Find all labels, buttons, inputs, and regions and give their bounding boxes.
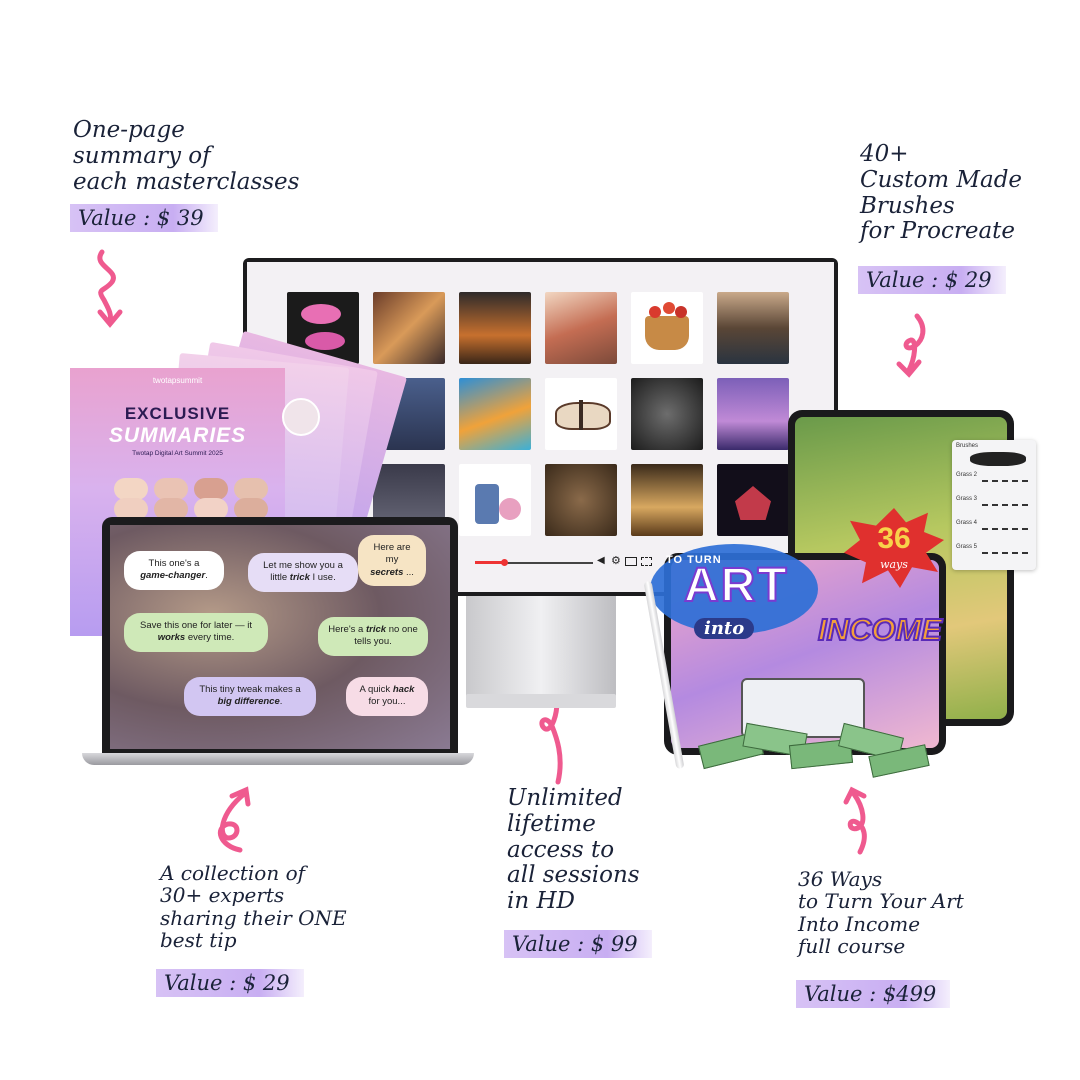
brushes-line-1: 40+ xyxy=(860,141,909,167)
ways-badge-word: ways xyxy=(880,558,908,571)
brochure-subtitle: Twotap Digital Art Summit 2025 xyxy=(132,450,223,457)
brushes-line-2: Custom Made xyxy=(860,166,1023,193)
brushes-line-4: for Procreate xyxy=(860,218,1016,245)
laptop: This one's a game-changer. Let me show y… xyxy=(102,517,458,757)
artwork-thumbnail[interactable] xyxy=(631,378,703,450)
access-line-4: all sessions xyxy=(507,862,640,889)
brush-panel-header: Brushes xyxy=(956,443,979,449)
progress-fill xyxy=(475,561,503,564)
artwork-thumbnail[interactable] xyxy=(459,292,531,364)
brochure-speaker-circle xyxy=(282,398,320,436)
brush-stroke xyxy=(982,546,1028,554)
money-pile xyxy=(698,720,930,778)
experts-value-tag: Value : $ 29 xyxy=(156,969,304,997)
gear-icon[interactable]: ⚙ xyxy=(611,554,621,567)
summaries-line-3: each masterclasses xyxy=(73,168,300,195)
brushes-caption: 40+ Custom Made Brushes for Procreate xyxy=(860,141,1023,245)
course-line-2: to Turn Your Art xyxy=(798,889,964,914)
ways-badge-number: 36 xyxy=(877,522,911,555)
access-line-1: Unlimited xyxy=(507,785,623,811)
speaker-photo xyxy=(234,478,268,500)
progress-track[interactable] xyxy=(475,562,593,564)
brushes-line-3: Brushes xyxy=(860,192,955,219)
speaker-photo xyxy=(194,478,228,500)
course-line-3: Into Income xyxy=(798,911,921,936)
artwork-thumbnail[interactable] xyxy=(459,378,531,450)
artwork-thumbnail[interactable] xyxy=(545,292,617,364)
course-title-line3: into xyxy=(694,618,755,639)
experts-line-2: 30+ experts xyxy=(160,883,285,908)
experts-caption: A collection of 30+ experts sharing thei… xyxy=(160,862,347,952)
brushes-value-tag: Value : $ 29 xyxy=(858,266,1006,294)
fullscreen-icon[interactable] xyxy=(641,557,652,566)
artwork-thumbnail[interactable] xyxy=(459,464,531,536)
speaker-photo xyxy=(194,498,228,520)
speaker-photo xyxy=(154,498,188,520)
experts-line-1: A collection of xyxy=(160,861,306,885)
access-line-3: access to xyxy=(507,836,615,863)
curly-arrow-icon xyxy=(97,249,123,328)
summaries-line-1: One-page xyxy=(73,117,185,143)
brush-item[interactable]: Grass 3 xyxy=(956,496,978,502)
access-caption: Unlimited lifetime access to all session… xyxy=(507,785,640,915)
artwork-thumbnail[interactable] xyxy=(545,464,617,536)
artwork-thumbnail[interactable] xyxy=(373,292,445,364)
brush-stroke xyxy=(970,452,1026,466)
brochure-title-top: EXCLUSIVE xyxy=(124,404,231,423)
course-title-line1: TO TURN xyxy=(666,554,722,566)
course-title-line4: INCOME xyxy=(817,611,943,648)
monitor-base xyxy=(466,694,616,708)
speaker-photo xyxy=(154,478,188,500)
brochure-title-bottom: SUMMARIES xyxy=(108,424,247,447)
experts-line-3: sharing their ONE xyxy=(160,905,347,930)
brush-stroke xyxy=(982,498,1028,506)
speaker-photo xyxy=(234,498,268,520)
curly-arrow-icon xyxy=(843,786,867,855)
artwork-thumbnail[interactable] xyxy=(717,292,789,364)
tip-bubble: This tiny tweak makes a big difference. xyxy=(184,677,316,716)
brochure-brand: twotapsummit xyxy=(152,376,203,385)
brush-item[interactable]: Grass 2 xyxy=(956,472,978,478)
course-line-1: 36 Ways xyxy=(798,867,883,891)
artwork-thumbnail[interactable] xyxy=(631,464,703,536)
summaries-caption: One-page summary of each masterclasses xyxy=(73,117,300,195)
summaries-line-2: summary of xyxy=(73,142,211,169)
course-caption: 36 Ways to Turn Your Art Into Income ful… xyxy=(798,868,964,958)
speaker-photo xyxy=(114,498,148,520)
course-value-tag: Value : $499 xyxy=(796,980,951,1008)
scrubber-handle[interactable] xyxy=(501,559,508,566)
tip-bubble: Save this one for later — it works every… xyxy=(124,613,268,652)
artwork-thumbnail[interactable] xyxy=(717,378,789,450)
monitor-stand xyxy=(466,596,616,696)
speaker-photo xyxy=(114,478,148,500)
summaries-value-tag: Value : $ 39 xyxy=(70,204,218,232)
course-title-line2: ART xyxy=(683,558,789,613)
captions-icon[interactable] xyxy=(625,557,637,566)
access-value-tag: Value : $ 99 xyxy=(504,930,652,958)
course-title-art: TO TURN ART into xyxy=(650,540,830,655)
curly-arrow-icon xyxy=(217,786,251,853)
access-line-5: in HD xyxy=(507,888,575,914)
volume-icon[interactable]: ◀ xyxy=(597,555,605,566)
tip-bubble: Here are my secrets ... xyxy=(358,535,426,587)
tip-bubble: Let me show you a little trick I use. xyxy=(248,553,358,592)
course-line-4: full course xyxy=(798,934,906,959)
artwork-thumbnail[interactable] xyxy=(631,292,703,364)
brush-stroke xyxy=(982,474,1028,482)
access-line-2: lifetime xyxy=(507,810,596,837)
tip-bubble: A quick hack for you... xyxy=(346,677,428,716)
curly-arrow-icon xyxy=(896,313,926,378)
experts-line-4: best tip xyxy=(160,928,237,953)
tip-bubble: Here's a trick no one tells you. xyxy=(318,617,428,656)
artwork-thumbnail[interactable] xyxy=(545,378,617,450)
brush-item[interactable]: Grass 5 xyxy=(956,544,978,550)
laptop-base xyxy=(82,753,474,765)
brush-stroke xyxy=(982,522,1028,530)
laptop-screen: This one's a game-changer. Let me show y… xyxy=(110,525,450,749)
tip-bubble: This one's a game-changer. xyxy=(124,551,224,590)
artwork-thumbnail[interactable] xyxy=(717,464,789,536)
brush-panel: Brushes Grass 2 Grass 3 Grass 4 Grass 5 xyxy=(952,440,1036,570)
brush-item[interactable]: Grass 4 xyxy=(956,520,978,526)
